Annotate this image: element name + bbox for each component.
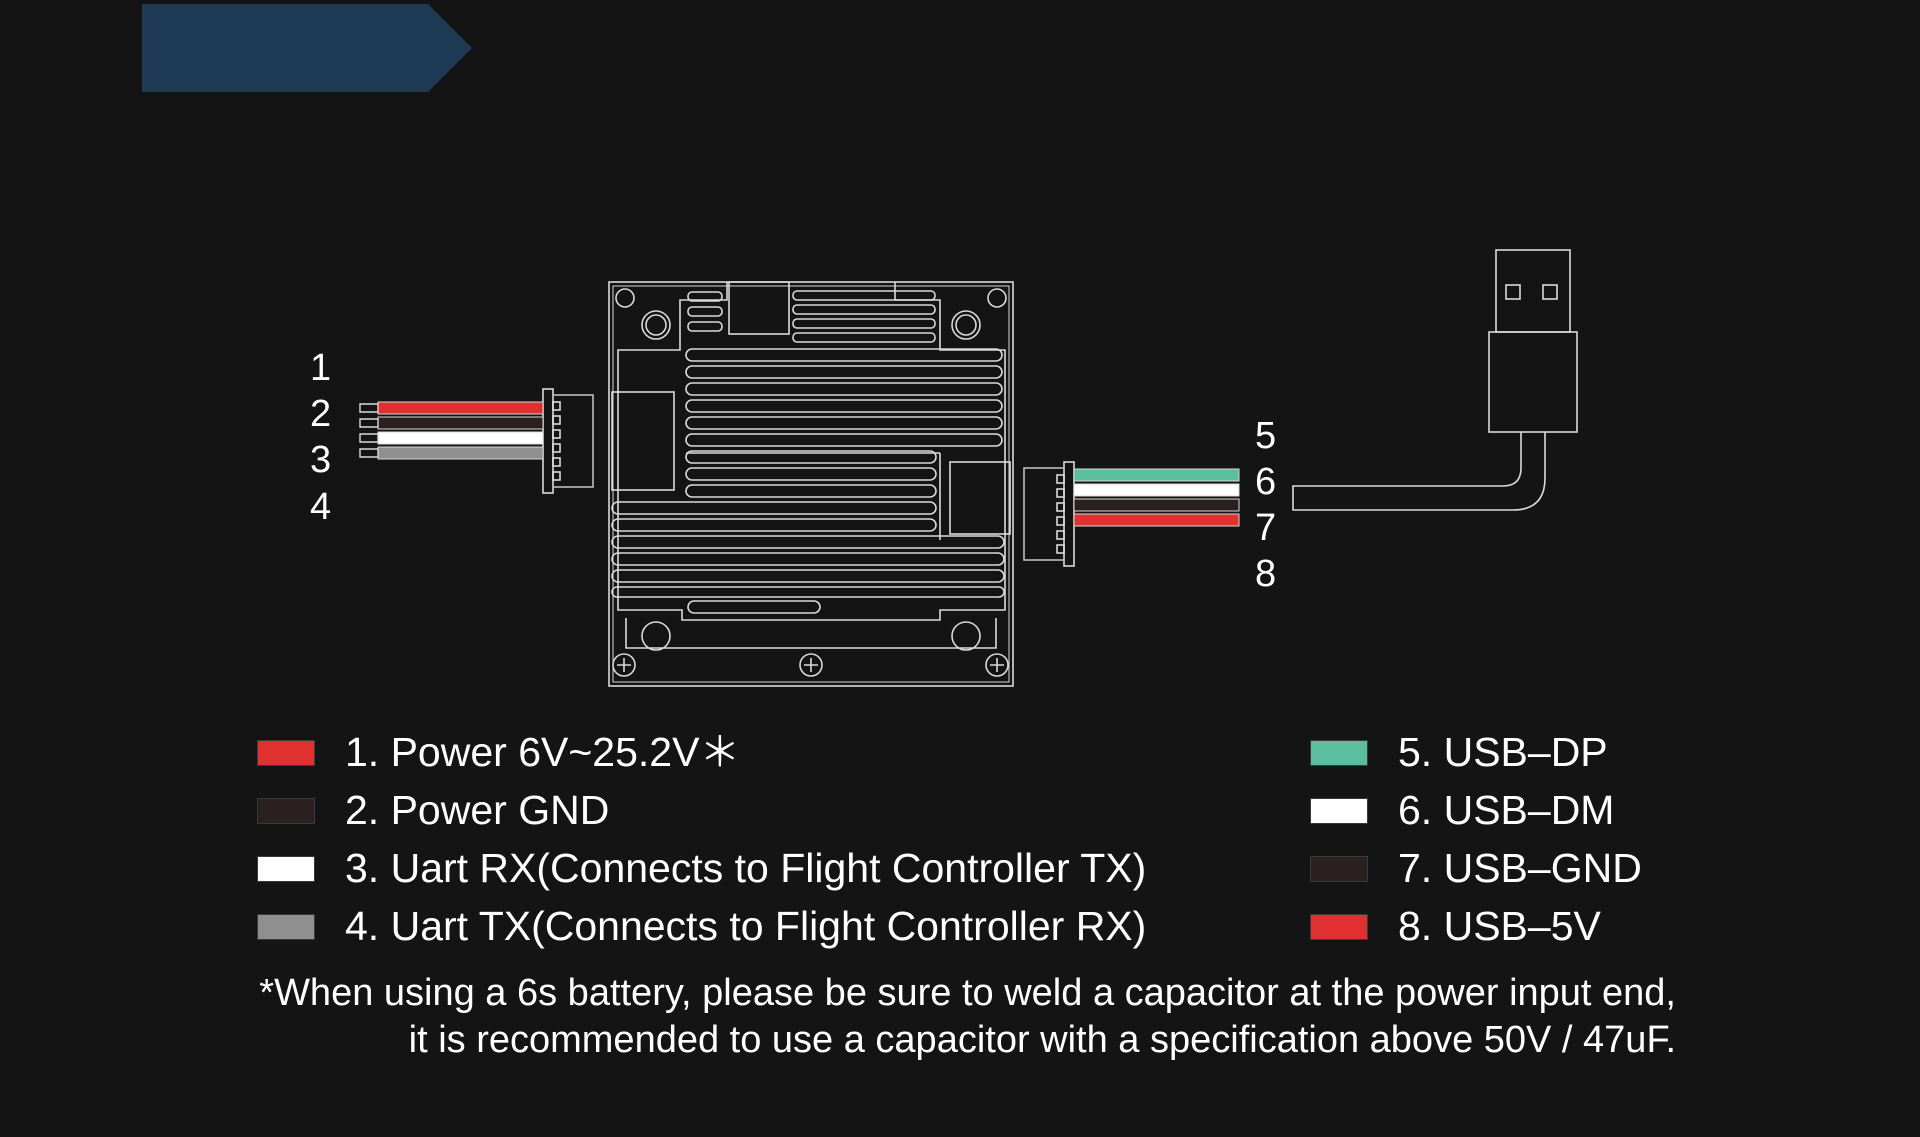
right-connector [1023, 461, 1075, 567]
pin-label-1: 1 [310, 347, 332, 389]
footnote-line-2: it is recommended to use a capacitor wit… [408, 1019, 1676, 1061]
left-cable [359, 401, 544, 460]
color-swatch-red [1310, 914, 1368, 940]
pin-label-5: 5 [1255, 415, 1277, 457]
color-swatch-black [1310, 856, 1368, 882]
usb-plug [1292, 249, 1578, 511]
color-swatch-gray [257, 914, 315, 940]
banner-arrow-shape [142, 4, 472, 92]
pin-label-7: 7 [1255, 507, 1277, 549]
right-cable [1073, 468, 1240, 527]
color-swatch-green [1310, 740, 1368, 766]
header-banner [142, 4, 472, 92]
legend-label: 7. USB–GND [1398, 845, 1642, 891]
color-swatch-white [257, 856, 315, 882]
module-body [608, 281, 1014, 687]
legend-label: 4. Uart TX(Connects to Flight Controller… [345, 903, 1147, 949]
legend-label: 1. Power 6V~25.2V＊ [345, 729, 741, 775]
legend-label: 2. Power GND [345, 787, 610, 833]
pin-label-2: 2 [310, 393, 332, 435]
color-swatch-red [257, 740, 315, 766]
pin-label-8: 8 [1255, 553, 1277, 595]
legend-label: 8. USB–5V [1398, 903, 1601, 949]
pin-label-3: 3 [310, 439, 332, 481]
legend-label: 6. USB–DM [1398, 787, 1615, 833]
legend-label: 5. USB–DP [1398, 729, 1608, 775]
pin-label-4: 4 [310, 486, 332, 528]
footnote: *When using a 6s battery, please be sure… [0, 970, 1676, 1064]
color-swatch-white [1310, 798, 1368, 824]
legend-label: 3. Uart RX(Connects to Flight Controller… [345, 845, 1147, 891]
pin-label-6: 6 [1255, 461, 1277, 503]
footnote-line-1: *When using a 6s battery, please be sure… [259, 972, 1676, 1014]
color-swatch-black [257, 798, 315, 824]
left-connector [542, 388, 594, 494]
heatsink-fins [611, 348, 1005, 598]
